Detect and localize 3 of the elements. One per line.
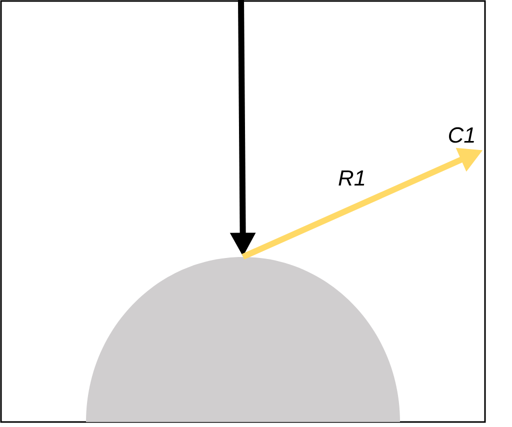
dome-shape	[86, 257, 400, 422]
point-label: C1	[449, 127, 474, 143]
edge-label: R1	[337, 169, 368, 187]
